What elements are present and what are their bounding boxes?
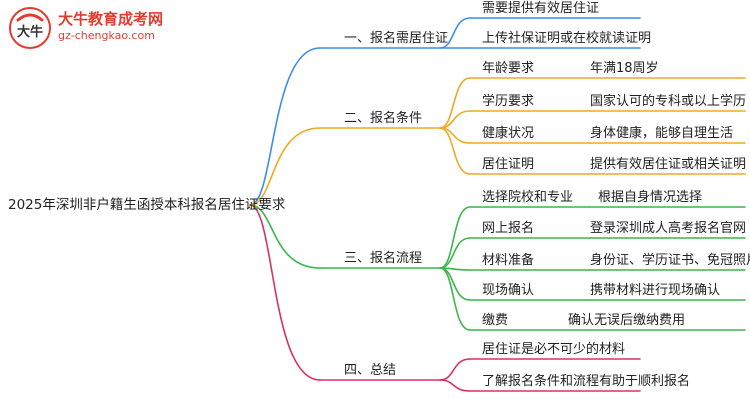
logo-mark-icon: 大牛 [9,7,51,49]
child-connector [439,358,471,381]
child-value: 携带材料进行现场确认 [590,283,721,298]
branch-label: 二、报名条件 [344,111,423,126]
child-label: 了解报名条件和流程有助于顺利报名 [482,374,691,389]
child-label: 居住证明 [482,157,535,172]
branch-connector [249,204,321,269]
logo-mark-text: 大牛 [17,24,43,40]
child-connector [439,267,471,301]
child-label: 年龄要求 [482,61,535,76]
child-connector [439,77,471,129]
root-node: 2025年深圳非户籍生函授本科报名居住证要求 [8,197,286,213]
child-label: 需要提供有效居住证 [482,1,600,16]
child-label: 缴费 [482,313,509,328]
child-value: 年满18周岁 [590,61,659,76]
child-value: 提供有效居住证或相关证明 [590,157,747,172]
child-label: 材料准备 [482,253,535,268]
child-label: 现场确认 [482,283,535,298]
child-value: 登录深圳成人高考报名官网 [590,221,747,236]
child-label: 网上报名 [482,221,535,236]
logo-title: 大牛教育成考网 [58,10,164,28]
child-label: 选择院校和专业 [482,190,574,205]
child-value: 身体健康，能够自理生活 [590,126,734,141]
child-value: 身份证、学历证书、免冠照片 [590,253,750,268]
logo-url: gz-chengkao.com [58,29,155,42]
child-connector [439,127,471,175]
child-connector [439,379,471,392]
child-value: 国家认可的专科或以上学历 [590,94,747,109]
branch-connector [249,204,321,381]
branch-connector [249,47,321,206]
child-connector [439,17,471,49]
child-value: 确认无误后缴纳费用 [568,313,686,328]
branch-label: 一、报名需居住证 [344,31,449,46]
child-connector [439,267,471,331]
site-logo[interactable]: 大牛 大牛教育成考网 gz-chengkao.com [8,6,228,50]
branch-label: 三、报名流程 [344,251,423,266]
branch-label: 四、总结 [344,363,397,378]
branch-connector [249,127,321,206]
child-label: 健康状况 [482,126,535,141]
child-connector [439,206,471,269]
child-label: 上传社保证明或在校就读证明 [482,31,652,46]
child-label: 居住证是必不可少的材料 [482,342,626,357]
child-connector [439,237,471,269]
child-label: 学历要求 [482,94,535,109]
child-value: 根据自身情况选择 [598,190,703,205]
